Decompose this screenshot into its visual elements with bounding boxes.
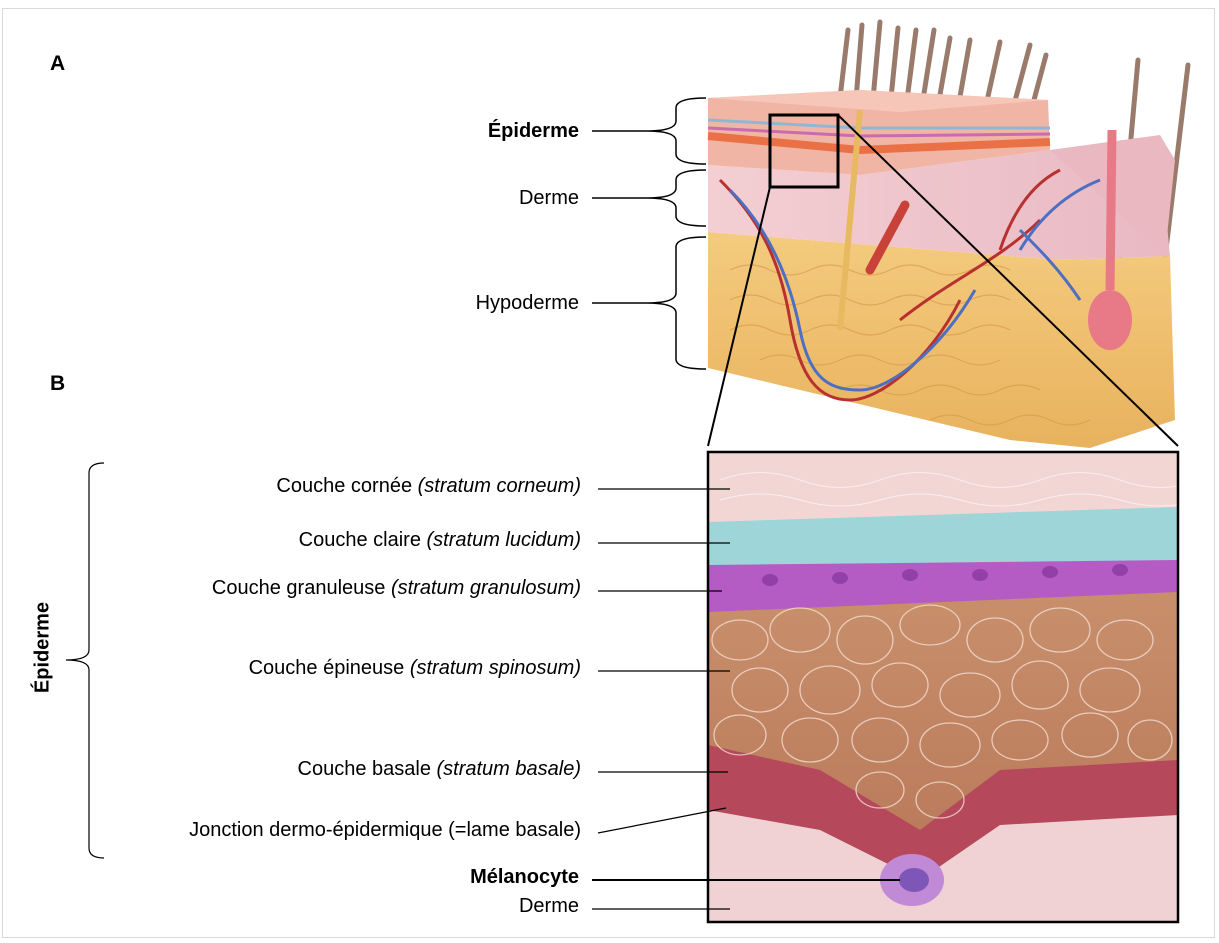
- label-stratum-lucidum: Couche claire (stratum lucidum): [299, 528, 581, 552]
- panel-b-label: B: [50, 372, 65, 396]
- label-derme-bottom: Derme: [519, 894, 579, 918]
- label-epiderme-top: Épiderme: [488, 119, 579, 143]
- label-stratum-basale: Couche basale (stratum basale): [298, 757, 581, 781]
- top-braces: [592, 98, 706, 369]
- skin-block-illustration: [708, 22, 1188, 448]
- label-stratum-corneum: Couche cornée (stratum corneum): [276, 474, 581, 498]
- label-stratum-spinosum: Couche épineuse (stratum spinosum): [249, 656, 581, 680]
- label-melanocyte: Mélanocyte: [470, 865, 579, 889]
- panel-a-label: A: [50, 52, 65, 76]
- epidermis-zoom-illustration: [708, 452, 1200, 922]
- side-label-text: Épiderme: [32, 588, 55, 708]
- label-jonction: Jonction dermo-épidermique (=lame basale…: [189, 818, 581, 842]
- label-derme-top: Derme: [519, 186, 579, 210]
- label-hypoderme: Hypoderme: [476, 291, 579, 315]
- label-stratum-granulosum: Couche granuleuse (stratum granulosum): [212, 576, 581, 600]
